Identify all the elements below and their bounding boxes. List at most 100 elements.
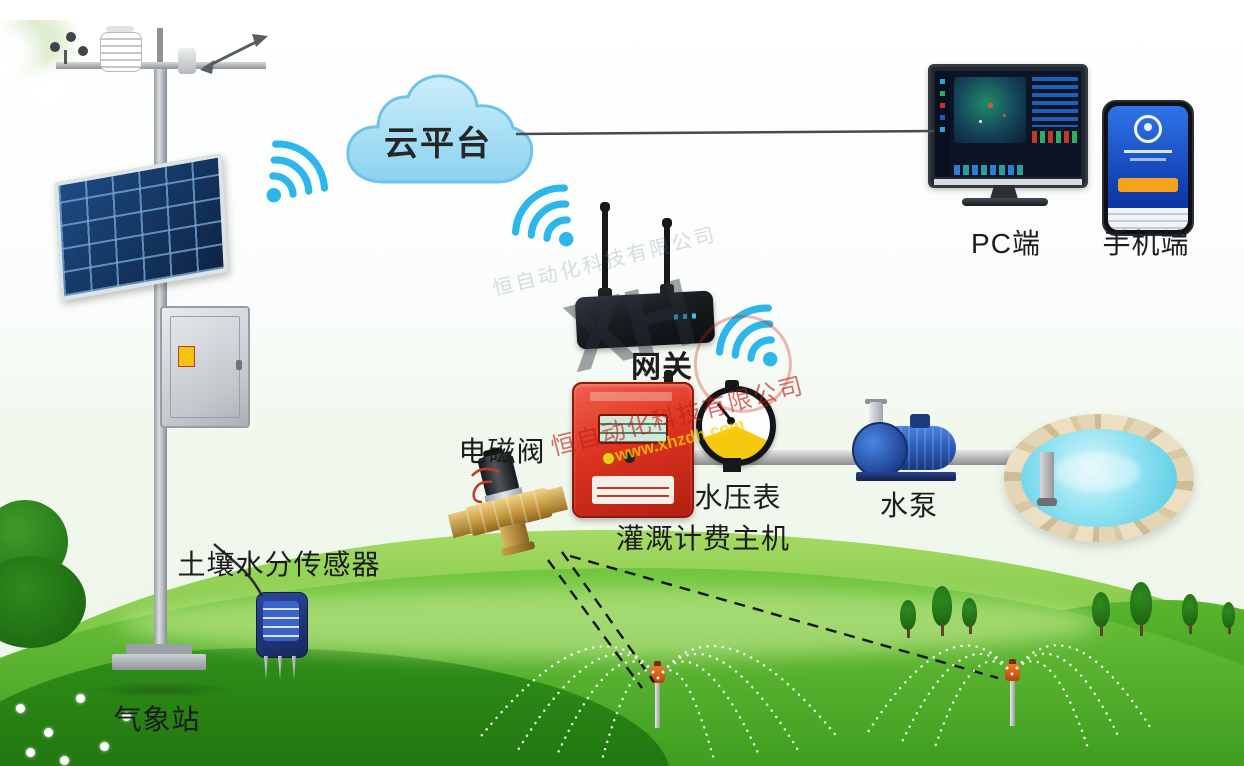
host-black-button (624, 452, 635, 463)
tree-trunk (941, 624, 944, 636)
pc-label: PC端 (971, 228, 1041, 259)
control-box-door (170, 316, 240, 418)
tree-trunk (1139, 623, 1143, 636)
billing-host (566, 370, 696, 520)
tree-trunk (1227, 626, 1231, 634)
antenna-tip (662, 218, 672, 228)
pole-flange (126, 644, 192, 656)
host-label-plate (592, 476, 674, 504)
sensor-crossbar (56, 62, 266, 69)
pump-volute (852, 422, 908, 478)
box-latch (236, 360, 242, 370)
pool-ripple (1054, 452, 1140, 492)
gauge-hub (727, 417, 735, 425)
anemometer-cup (50, 42, 60, 52)
map-markers (988, 103, 993, 108)
flower-dot (44, 728, 53, 737)
tree-trunk (968, 625, 972, 634)
phone-orange-banner (1117, 178, 1179, 192)
sprinkler (645, 661, 671, 730)
dashboard-map (954, 77, 1026, 143)
dashboard-sidebar (935, 71, 950, 177)
pump-label: 水泵 (879, 490, 939, 521)
pole-baseplate (112, 654, 206, 670)
pipe-outlet (1037, 498, 1057, 506)
phone-label: 手机端 (1102, 228, 1190, 259)
host-title-strip (590, 392, 672, 401)
wifi-signal-icon (698, 285, 807, 394)
sprinkler-head (1005, 664, 1020, 681)
sensor-sticker (263, 601, 299, 641)
gateway-device (568, 200, 743, 365)
tree (1092, 592, 1110, 636)
pc-monitor (928, 64, 1088, 214)
tree (932, 586, 952, 636)
water-pump (852, 396, 962, 492)
sensor-prong (292, 656, 296, 680)
sprinkler-stem (1010, 678, 1015, 726)
phone-screen (1108, 106, 1188, 230)
gateway-leds (673, 313, 700, 320)
pump-terminal-box (910, 414, 930, 428)
gateway-antenna (602, 208, 608, 296)
dashboard-bottom-bars (954, 165, 1026, 175)
tree-trunk (1100, 625, 1104, 636)
radiation-shield (100, 32, 142, 72)
flower-dot (76, 694, 85, 703)
wind-vane-icon (200, 34, 268, 74)
phone-text-line (1124, 150, 1172, 153)
tree-crown (962, 598, 977, 627)
valve-label: 电磁阀 (458, 436, 546, 467)
phone-app-emblem (1134, 115, 1162, 143)
host-antenna (664, 370, 673, 388)
tree-trunk (1189, 624, 1193, 634)
control-box (160, 306, 250, 428)
sensor-prong (278, 656, 282, 680)
host-lcd (598, 414, 668, 444)
sprinkler-head (650, 666, 665, 683)
pressure-gauge (694, 380, 776, 476)
phone-text-line (1130, 158, 1166, 161)
cloud-shape (346, 74, 534, 184)
host-body (572, 382, 694, 518)
gauge-stem (723, 458, 741, 472)
host-label-lines (597, 481, 669, 499)
pump-base (856, 472, 956, 481)
station-mast (157, 28, 163, 68)
anemometer-cup (78, 46, 88, 56)
tree (962, 598, 977, 634)
phone-app-emblem-dot (1144, 123, 1152, 131)
soil-moisture-sensor (240, 540, 360, 700)
anemometer-stem (64, 50, 67, 64)
bush (0, 556, 86, 648)
tree-crown (1092, 592, 1110, 628)
solar-panel (54, 152, 228, 302)
pump-inlet (869, 402, 883, 424)
tree-crown (900, 600, 916, 631)
gateway-antenna (664, 224, 670, 296)
wifi-signal-icon (494, 165, 603, 274)
tree-crown (932, 586, 952, 626)
pool-inlet-pipe (1040, 452, 1054, 502)
anemometer-cup (66, 32, 76, 42)
flower-dot (16, 704, 25, 713)
pump-inlet-flange (865, 399, 887, 404)
tree-trunk (907, 628, 911, 638)
monitor-frame (928, 64, 1088, 188)
pole-shadow (86, 682, 236, 698)
gateway-label: 网关 (631, 351, 693, 384)
cloud-label: 云平台 (384, 125, 492, 163)
host-yellow-button (602, 452, 615, 465)
flower-dot (100, 742, 109, 751)
tree-crown (1182, 594, 1198, 626)
flower-dot (122, 712, 131, 721)
cloud-pc-line (515, 129, 935, 136)
gauge-dial (696, 386, 776, 466)
sensor-prong (264, 656, 268, 680)
monitor-stand-neck (990, 185, 1018, 199)
tree (1222, 602, 1235, 634)
flower-dot (26, 748, 35, 757)
monitor-chin (934, 179, 1082, 185)
monitor-screen (935, 71, 1081, 177)
